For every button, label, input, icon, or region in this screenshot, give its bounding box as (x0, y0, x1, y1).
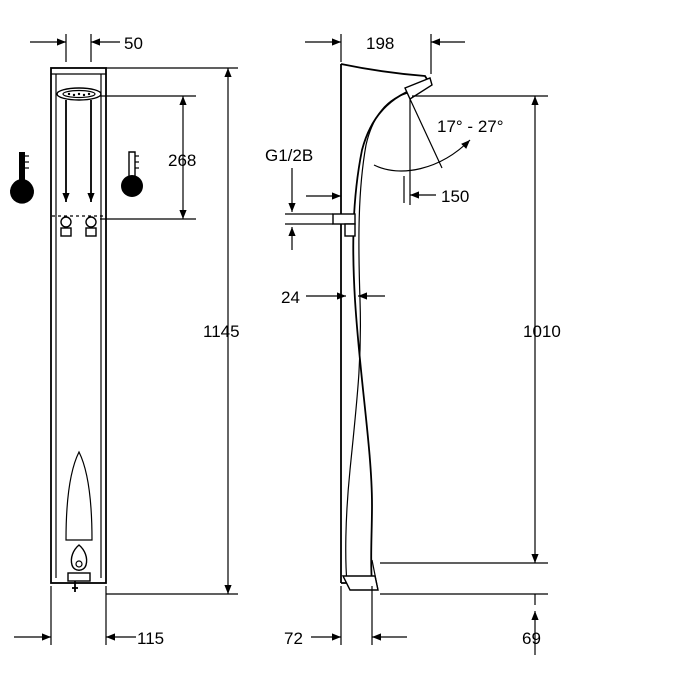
side-base (341, 575, 379, 591)
dim-front-base: 115 (137, 629, 164, 648)
dim-head-drop: 268 (168, 151, 196, 170)
dim-total-height: 1145 (203, 322, 240, 341)
dim-head-offset: 150 (441, 187, 469, 206)
shower-head-front (56, 87, 102, 101)
side-panel-inner-curve (345, 91, 413, 584)
dim-spray-angle: 17° - 27° (437, 117, 504, 136)
thermometer-hot-icon (121, 151, 143, 197)
push-button-housing (65, 450, 93, 541)
bottom-connector (67, 572, 91, 582)
spray-angle-arc (373, 139, 471, 172)
dim-side-left: 72 (284, 629, 303, 648)
valve-right (85, 216, 97, 237)
shower-head-side (404, 77, 433, 101)
dim-connection-thread: G1/2B (265, 146, 313, 165)
side-panel-curve (340, 63, 432, 584)
dim-connection-spacing: 24 (281, 288, 300, 307)
dim-side-base: 69 (522, 629, 541, 648)
dim-head-height: 1010 (523, 322, 561, 341)
dim-front-width: 50 (124, 34, 143, 53)
push-button (70, 544, 88, 571)
front-view: 50 268 1145 115 (10, 34, 240, 648)
dim-side-depth: 198 (366, 34, 394, 53)
thermometer-cold-icon (10, 152, 35, 204)
valve-left (60, 216, 72, 237)
side-view: 198 17° - 27° 150 G1/2B 24 1010 72 (265, 34, 561, 655)
front-panel-outline (50, 67, 107, 584)
side-connection-fitting (332, 213, 356, 225)
